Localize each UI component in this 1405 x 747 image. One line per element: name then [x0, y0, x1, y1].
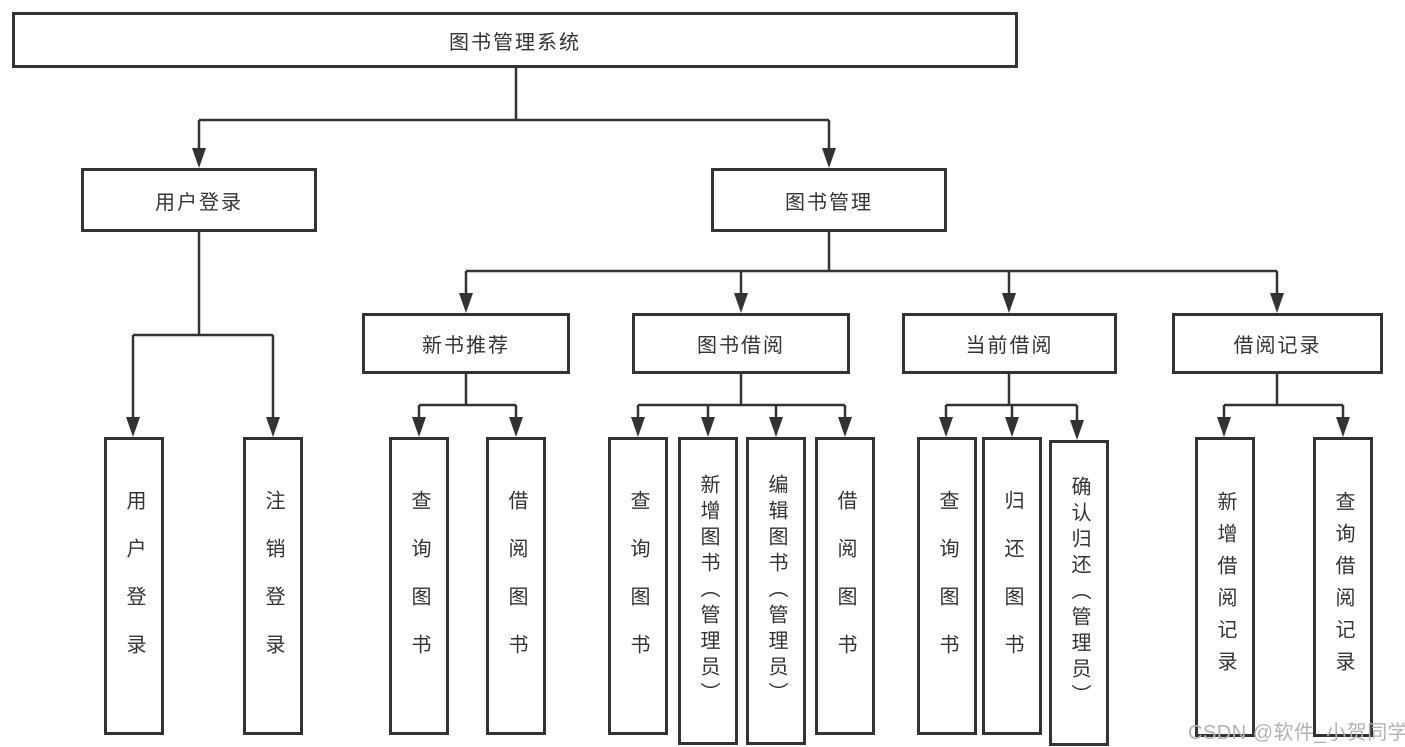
leaf-label: 注销登录 — [262, 490, 284, 682]
leaf-label: 查询图书 — [936, 490, 958, 682]
leaf-label: 借阅图书 — [834, 490, 856, 682]
node-new-book-recommend: 新书推荐 — [362, 313, 570, 374]
leaf-label: 查询图书 — [408, 490, 430, 682]
leaf-label: 确认归还（管理员） — [1068, 476, 1090, 710]
node-leaf-search-books: 查询图书 — [389, 437, 449, 735]
node-current-borrowing: 当前借阅 — [902, 313, 1117, 374]
node-leaf-add-borrow-record: 新增借阅记录 — [1195, 437, 1255, 737]
arrowhead-icons — [126, 148, 1350, 440]
node-user-login: 用户登录 — [81, 168, 317, 232]
node-leaf-confirm-return-admin: 确认归还（管理员） — [1049, 440, 1109, 746]
leaf-label: 编辑图书（管理员） — [765, 474, 787, 708]
node-leaf-user-login: 用户登录 — [104, 437, 164, 735]
node-book-borrowing: 图书借阅 — [632, 313, 850, 374]
leaf-label: 新增图书（管理员） — [697, 474, 719, 708]
node-leaf-add-book-admin: 新增图书（管理员） — [678, 437, 738, 745]
node-leaf-logout: 注销登录 — [243, 437, 303, 735]
leaf-label: 查询借阅记录 — [1332, 491, 1354, 683]
leaf-label: 新增借阅记录 — [1214, 491, 1236, 683]
node-leaf-return-books: 归还图书 — [982, 437, 1042, 735]
node-leaf-search-books-2: 查询图书 — [608, 437, 668, 735]
leaf-label: 用户登录 — [123, 490, 145, 682]
node-leaf-search-books-3: 查询图书 — [917, 437, 977, 735]
tree-edges — [131, 68, 1345, 421]
node-book-management: 图书管理 — [711, 168, 947, 232]
csdn-watermark: CSDN @软件_小贺同学 — [1188, 722, 1405, 744]
leaf-label: 查询图书 — [627, 490, 649, 682]
leaf-label: 借阅图书 — [505, 490, 527, 682]
node-leaf-search-borrow-record: 查询借阅记录 — [1313, 437, 1373, 737]
node-leaf-edit-book-admin: 编辑图书（管理员） — [746, 437, 806, 745]
leaf-label: 归还图书 — [1001, 490, 1023, 682]
node-root-system: 图书管理系统 — [12, 12, 1018, 68]
node-leaf-borrow-books: 借阅图书 — [486, 437, 546, 735]
node-leaf-borrow-books-2: 借阅图书 — [815, 437, 875, 735]
node-borrow-records: 借阅记录 — [1172, 313, 1383, 374]
